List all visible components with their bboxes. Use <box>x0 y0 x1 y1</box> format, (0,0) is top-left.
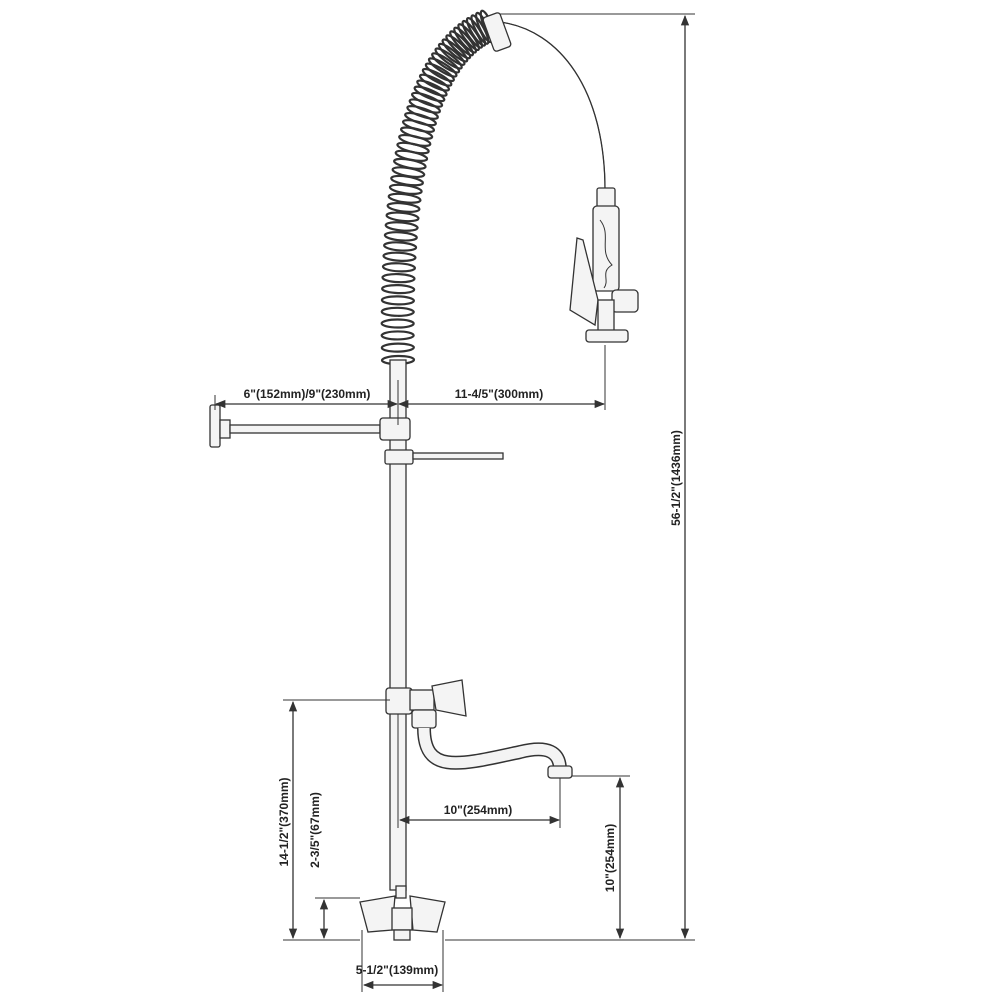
coil-turn <box>413 85 446 103</box>
dimension-labels: 6"(152mm)/9"(230mm) 11-4/5"(300mm) 56-1/… <box>244 387 683 977</box>
base-handles <box>359 885 446 941</box>
coil-turn <box>441 38 469 63</box>
coil-turn <box>380 318 415 329</box>
coil-turn <box>385 211 420 223</box>
coil-turn <box>399 126 434 140</box>
coil-turn <box>383 241 418 252</box>
coil-turn <box>381 272 416 284</box>
coil-turn <box>386 201 421 213</box>
coil-turn <box>424 62 455 83</box>
coil-turn <box>410 91 444 108</box>
coil-turn <box>453 26 478 54</box>
dim-base-height: 2-3/5"(67mm) <box>308 792 322 868</box>
coil-turn <box>396 141 430 155</box>
coil-turn <box>449 30 475 57</box>
coil-turn <box>398 133 432 147</box>
flex-hose <box>499 21 606 191</box>
faucet-illustration <box>209 9 639 941</box>
coil-turn <box>457 23 481 52</box>
mixer-valve <box>385 679 467 729</box>
coil-turn <box>381 283 416 295</box>
coil-turn <box>418 73 451 92</box>
pre-rinse-spray-valve <box>569 187 639 343</box>
coil-turn <box>384 221 419 232</box>
dim-wall-bracket: 6"(152mm)/9"(230mm) <box>244 387 371 401</box>
dimension-lines <box>214 13 695 992</box>
coil-turn <box>431 52 461 74</box>
dim-total-height: 56-1/2"(1436mm) <box>669 430 683 526</box>
dim-spout-height: 10"(254mm) <box>603 824 617 892</box>
spout-aerator <box>547 765 573 779</box>
spray-hook <box>384 449 504 465</box>
coil-turn <box>381 262 417 273</box>
dim-spout-reach: 10"(254mm) <box>444 803 512 817</box>
dim-faucet-height: 14-1/2"(370mm) <box>277 777 291 866</box>
coil-turn <box>434 47 463 70</box>
wall-bracket <box>209 404 411 448</box>
coil-turn <box>437 42 466 66</box>
coil-turn <box>421 67 453 87</box>
coil-turn <box>416 79 448 97</box>
coil-turn <box>445 34 472 60</box>
coil-turn <box>408 98 442 114</box>
coil-turn <box>382 251 417 262</box>
coil-turn <box>380 342 415 353</box>
coil-spring <box>380 9 497 366</box>
dim-center-spread: 5-1/2"(139mm) <box>356 963 438 977</box>
coil-turn <box>380 295 415 306</box>
coil-turn <box>380 330 415 341</box>
coil-turn <box>406 105 439 120</box>
hose-connector <box>482 12 512 52</box>
coil-turn <box>383 231 418 242</box>
coil-turn <box>380 306 415 317</box>
dim-spray-reach: 11-4/5"(300mm) <box>455 387 543 401</box>
coil-turn <box>427 57 458 78</box>
